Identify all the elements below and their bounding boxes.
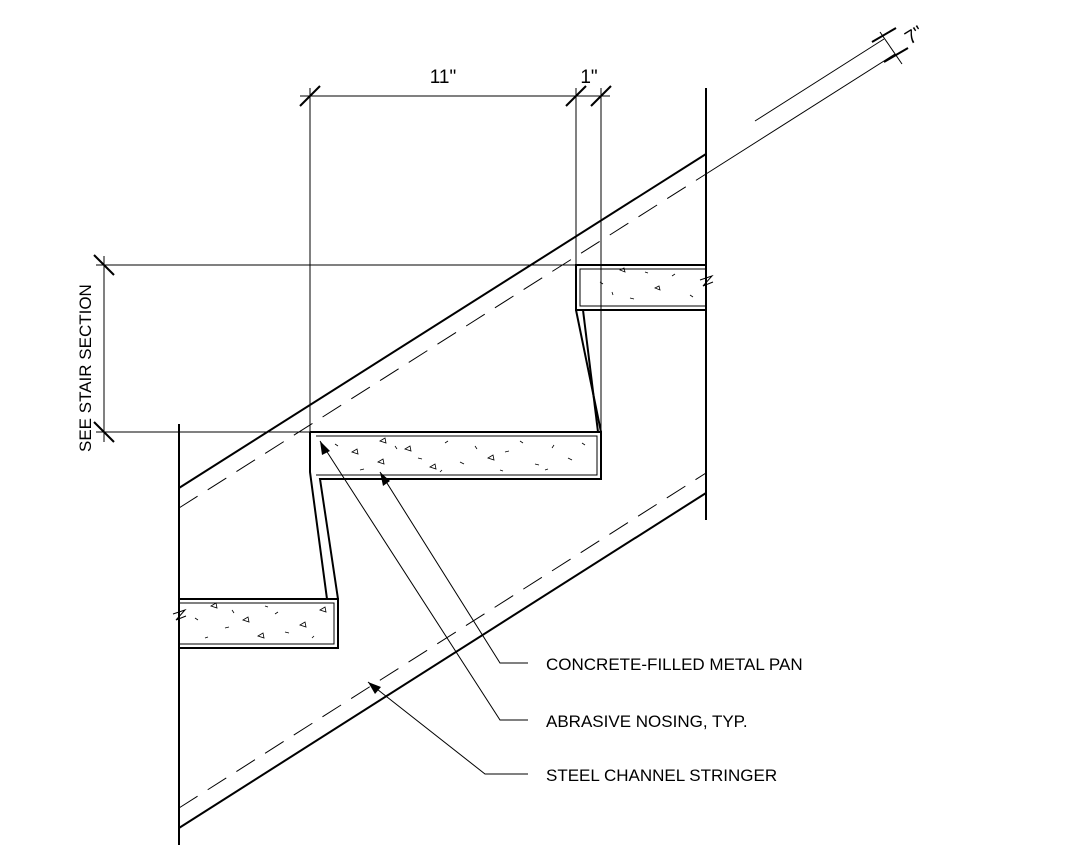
rise-dimension-label: SEE STAIR SECTION xyxy=(76,284,95,452)
concrete-fill-pattern xyxy=(194,267,694,639)
stringer-depth-dimension: 7" xyxy=(871,22,928,65)
nosing-leader-arrow xyxy=(320,441,330,455)
nosing-dimension-label: 1" xyxy=(580,67,597,88)
abrasive-nosing-callout: ABRASIVE NOSING, TYP. xyxy=(546,712,748,731)
break-symbol-left xyxy=(172,608,187,621)
bottom-step-pan xyxy=(179,598,339,649)
top-step-pan xyxy=(575,264,706,433)
break-symbol-right xyxy=(699,274,714,287)
stringer-leader-arrow xyxy=(368,682,381,694)
steel-stringer-callout: STEEL CHANNEL STRINGER xyxy=(546,766,777,785)
callout-leaders xyxy=(319,440,528,775)
tread-dimension: 11" 1" xyxy=(299,67,612,432)
section-cut-lines xyxy=(172,88,714,845)
tread-dimension-label: 11" xyxy=(430,67,456,88)
pan-leader-arrow xyxy=(380,472,390,486)
concrete-pan-callout: CONCRETE-FILLED METAL PAN xyxy=(546,655,803,674)
rise-dimension: SEE STAIR SECTION xyxy=(76,254,576,452)
middle-step-pan xyxy=(309,431,602,600)
stringer-depth-label: 7" xyxy=(902,22,928,49)
steel-channel-stringer xyxy=(178,38,896,829)
